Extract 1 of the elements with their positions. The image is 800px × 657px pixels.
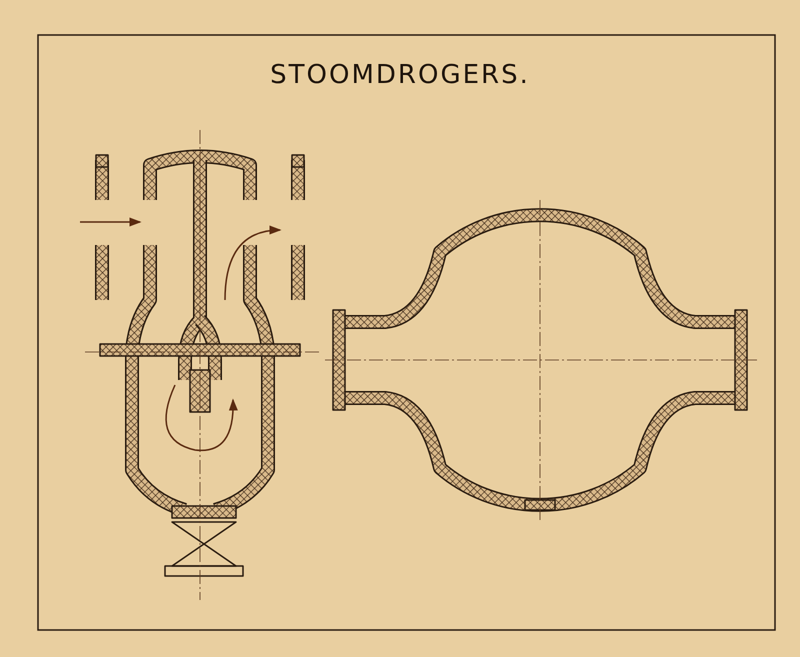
drawing-title: STOOMDROGERS.	[269, 60, 531, 90]
